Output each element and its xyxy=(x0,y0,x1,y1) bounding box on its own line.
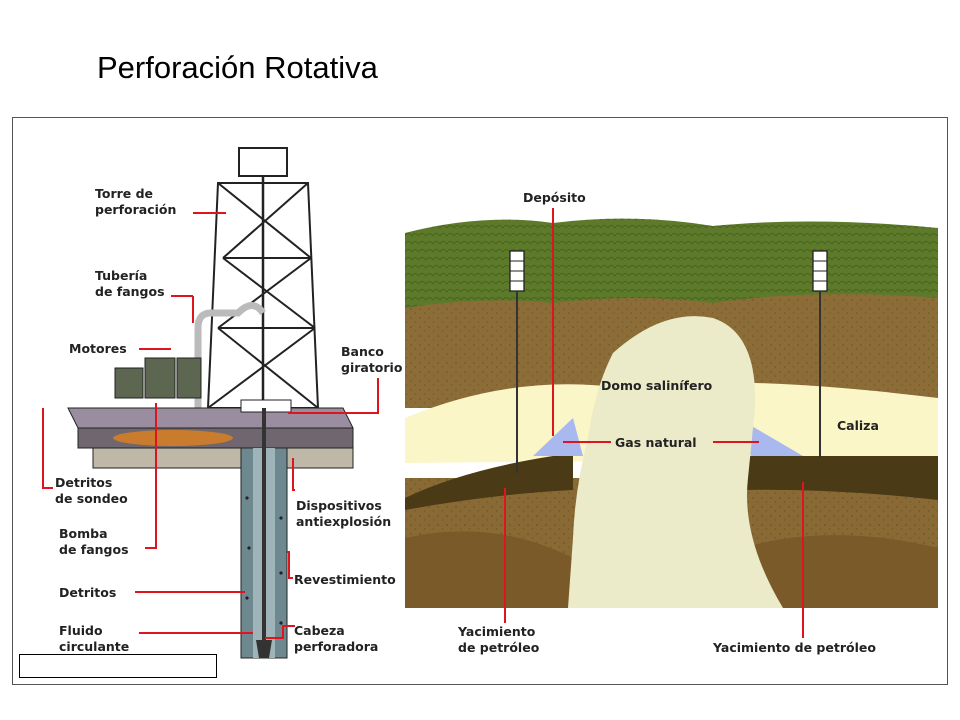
label-torre-line1: Torre de xyxy=(95,186,153,201)
label-gas: Gas natural xyxy=(615,435,697,450)
oil-layer-left xyxy=(405,456,573,510)
label-dispositivos-line2: antiexplosión xyxy=(296,514,391,529)
label-domo: Domo salinífero xyxy=(601,378,713,393)
derrick-tower xyxy=(206,147,320,409)
rig-leader-lines xyxy=(42,212,379,639)
label-yac2: Yacimiento de petróleo xyxy=(712,640,876,655)
label-bomba-line1: Bomba xyxy=(59,526,108,541)
label-fluido-line2: circulante xyxy=(59,639,129,654)
label-motores: Motores xyxy=(69,341,127,356)
geology-section xyxy=(405,218,938,608)
label-revestimiento: Revestimiento xyxy=(294,572,396,587)
geo-leader-lines xyxy=(504,208,804,638)
derrick-right xyxy=(812,250,828,458)
label-cabeza-line1: Cabeza xyxy=(294,623,345,638)
label-dispositivos-line1: Dispositivos xyxy=(296,498,382,513)
oil-layer-right xyxy=(738,456,938,500)
platform xyxy=(67,407,354,429)
drill-bit xyxy=(256,640,272,658)
mud-pipe xyxy=(194,302,266,418)
deep-strata xyxy=(405,531,938,608)
label-torre-line2: perforación xyxy=(95,202,176,217)
motors xyxy=(114,357,202,399)
label-fluido-line1: Fluido xyxy=(59,623,103,638)
label-deposito: Depósito xyxy=(523,190,586,205)
diagram-frame: Torre de perforación Tubería de fangos M… xyxy=(12,117,948,685)
label-detritos-sondeo-line1: Detritos xyxy=(55,475,112,490)
gas-pocket-left xyxy=(533,418,583,456)
slide-title: Perforación Rotativa xyxy=(97,50,378,85)
label-cabeza-line2: perforadora xyxy=(294,639,378,654)
salt-dome xyxy=(568,316,783,608)
label-banco-line1: Banco xyxy=(341,344,384,359)
blank-caption-box xyxy=(19,654,217,678)
derrick-left xyxy=(509,250,525,473)
label-yac1-line1: Yacimiento xyxy=(457,624,536,639)
mud-pit xyxy=(113,430,233,446)
label-caliza: Caliza xyxy=(837,418,879,433)
label-detritos: Detritos xyxy=(59,585,116,600)
label-tuberia-line2: de fangos xyxy=(95,284,165,299)
label-yac1-line2: de petróleo xyxy=(458,640,540,655)
rotary-drilling-diagram: Torre de perforación Tubería de fangos M… xyxy=(42,147,938,659)
drilling-rig xyxy=(67,147,354,659)
label-bomba-line2: de fangos xyxy=(59,542,129,557)
label-tuberia-line1: Tubería xyxy=(95,268,147,283)
label-banco-line2: giratorio xyxy=(341,360,403,375)
label-detritos-sondeo-line2: de sondeo xyxy=(55,491,128,506)
gas-pocket-right xyxy=(738,418,803,456)
